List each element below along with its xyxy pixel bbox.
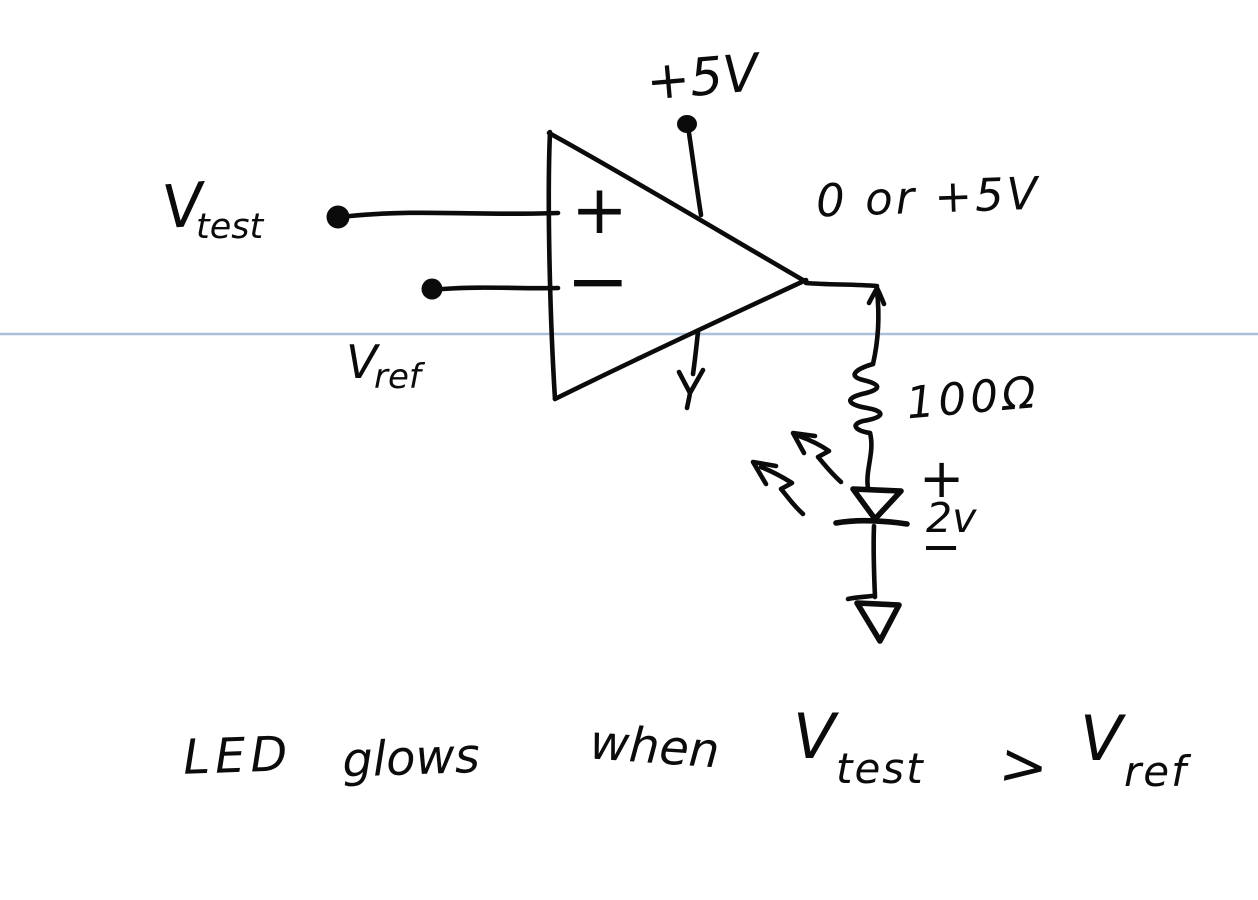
light-rays-icon — [750, 430, 844, 517]
caption: LED glows when V test > V ref — [182, 700, 1192, 802]
caption-led: LED — [182, 726, 293, 786]
negative-supply-wire — [690, 329, 701, 377]
opamp-minus-label: − — [566, 236, 630, 325]
resistor-symbol — [848, 361, 883, 436]
opamp-bottom-edge — [552, 277, 809, 402]
led-minus-label: − — [921, 519, 961, 575]
opamp-plus-label: + — [571, 171, 628, 250]
output-label: 0 or +5V — [815, 167, 1041, 228]
supply-terminal-dot — [677, 115, 697, 133]
vtest-wire — [347, 210, 561, 219]
caption-vtest-sub: test — [836, 744, 925, 793]
caption-greater-than: > — [996, 729, 1051, 802]
opamp-symbol: + − — [546, 129, 811, 402]
led-symbol — [850, 486, 904, 522]
opamp-left-edge — [546, 129, 558, 402]
output-wire-horizontal — [803, 280, 880, 289]
supply-label: +5V — [644, 43, 764, 113]
led-cathode-bar — [833, 517, 910, 527]
resistor-lower-wire — [865, 430, 874, 491]
vtest-sub-label: test — [196, 207, 264, 247]
light-ray-upper-shaft — [796, 433, 844, 485]
light-ray-upper-arrowhead — [790, 430, 818, 456]
caption-vref: V — [1080, 702, 1127, 775]
vref-label: V — [346, 335, 381, 389]
negative-supply-arrowhead-icon — [676, 367, 706, 411]
ground-wire-tick — [845, 593, 875, 602]
led-plus-label: + — [919, 447, 964, 510]
caption-vref-sub: ref — [1124, 747, 1192, 796]
opamp-top-edge — [546, 130, 811, 286]
vref-sub-label: ref — [374, 357, 426, 397]
vtest-terminal-dot — [326, 205, 350, 229]
resistor-label: 100Ω — [904, 367, 1042, 429]
caption-vtest: V — [793, 700, 840, 773]
caption-when: when — [588, 715, 721, 780]
vref-terminal-dot — [421, 278, 443, 300]
supply-wire — [686, 130, 704, 218]
caption-glows: glows — [341, 728, 480, 789]
ground-symbol — [854, 600, 902, 644]
output-wire-vertical — [870, 288, 881, 367]
ground-wire — [871, 523, 878, 600]
vref-wire — [440, 285, 561, 292]
led-drop-label: 2v — [926, 494, 977, 542]
light-ray-lower-shaft — [758, 464, 806, 517]
light-ray-lower-arrowhead — [750, 459, 779, 487]
